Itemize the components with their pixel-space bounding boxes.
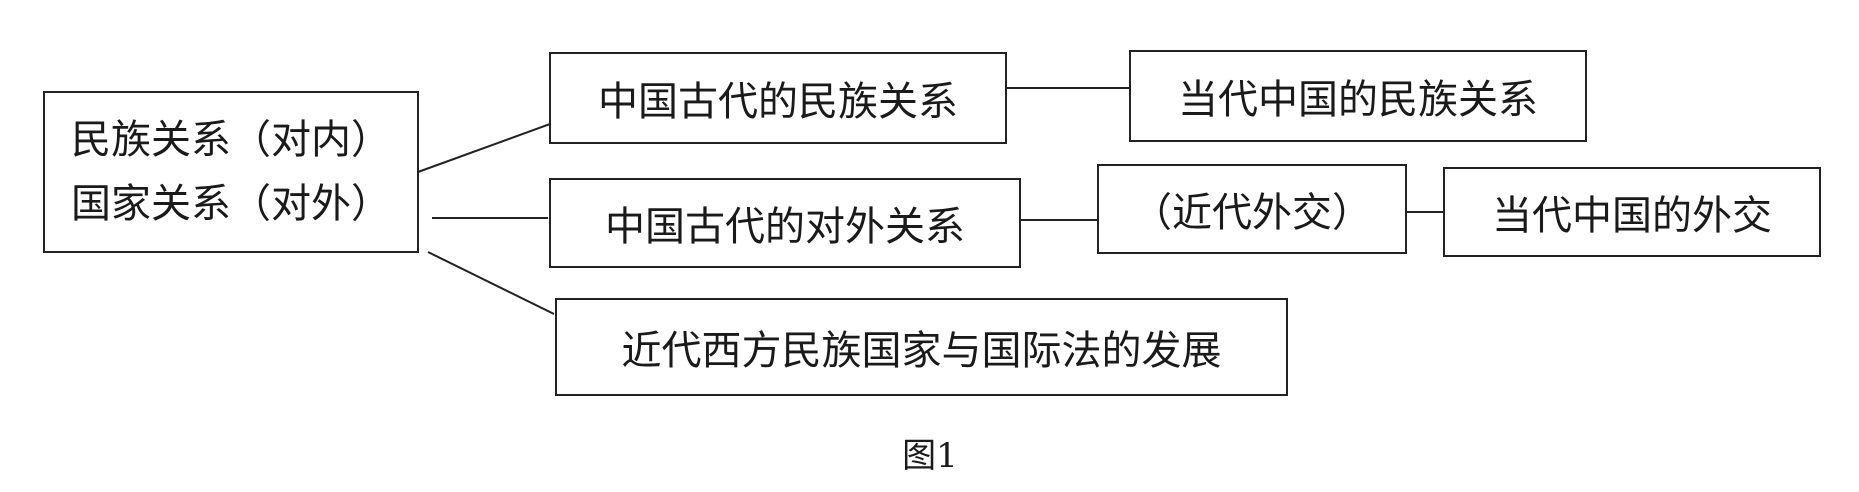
node-contemporary-diplomacy: 当代中国的外交: [1443, 167, 1821, 257]
node-ancient-foreign-relations-label: 中国古代的对外关系: [605, 204, 965, 250]
node-ancient-ethnic-relations-label: 中国古代的民族关系: [598, 79, 958, 125]
node-ancient-foreign-relations: 中国古代的对外关系: [549, 178, 1021, 268]
node-contemporary-diplomacy-label: 当代中国的外交: [1492, 193, 1772, 239]
connector-root-to-ancient-ethnic: [417, 123, 551, 173]
node-modern-western-nation-states: 近代西方民族国家与国际法的发展: [555, 298, 1288, 396]
node-modern-diplomacy: （近代外交）: [1097, 164, 1407, 254]
node-modern-western-nation-states-label: 近代西方民族国家与国际法的发展: [621, 328, 1222, 374]
figure-caption: 图1: [902, 436, 958, 476]
node-modern-diplomacy-label: （近代外交）: [1132, 190, 1372, 236]
node-contemporary-ethnic-relations-label: 当代中国的民族关系: [1178, 77, 1538, 123]
root-node-line-1: 民族关系（对内）: [71, 117, 391, 163]
root-node: 民族关系（对内） 国家关系（对外）: [43, 91, 419, 253]
root-node-line-2: 国家关系（对外）: [71, 181, 391, 227]
node-contemporary-ethnic-relations: 当代中国的民族关系: [1129, 50, 1587, 142]
connector-root-to-modern-western: [427, 251, 555, 315]
node-ancient-ethnic-relations: 中国古代的民族关系: [549, 52, 1007, 144]
